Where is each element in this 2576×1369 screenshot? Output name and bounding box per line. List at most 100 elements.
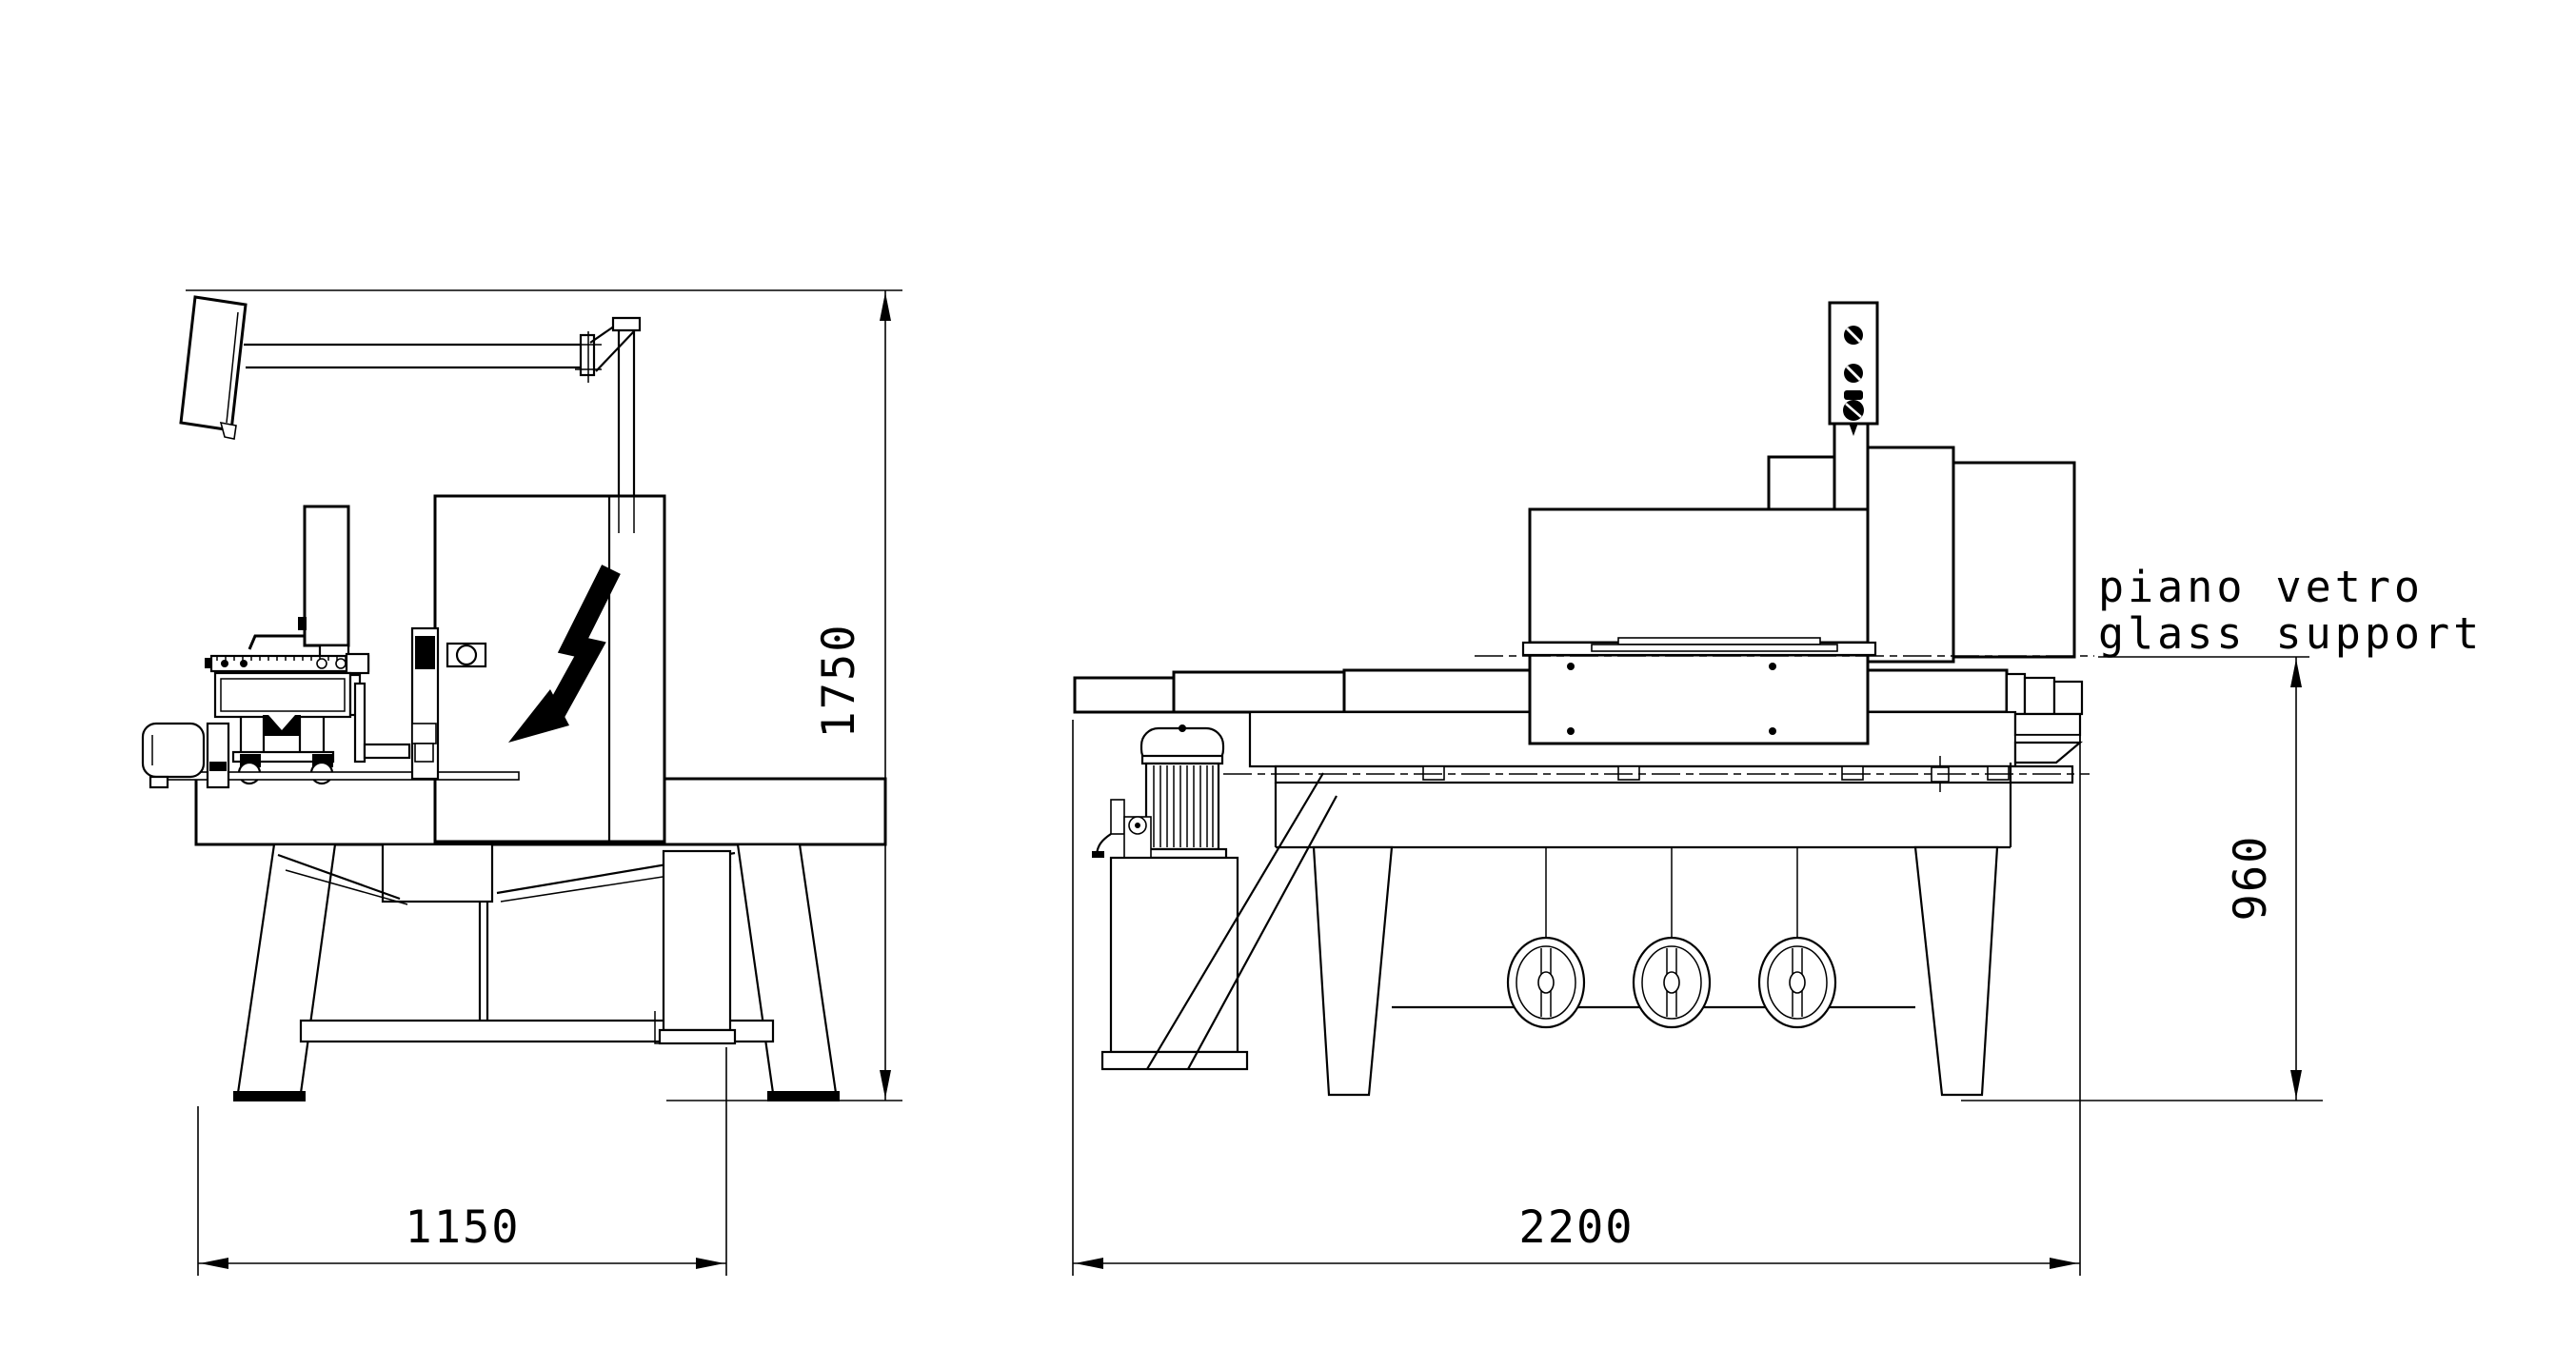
front-view: piano vetro glass support 960 2200 (1072, 301, 2483, 1276)
column-nub (298, 617, 307, 630)
head-housing-left (1767, 455, 1836, 511)
hydraulic-tank (1109, 856, 1239, 1054)
rack-dot (221, 660, 228, 667)
bolt-dot (1567, 727, 1575, 735)
arm-elbow (595, 330, 635, 372)
handwheels (1506, 847, 1837, 1029)
support-brace (1146, 772, 1324, 1070)
handwheel-3 (1757, 847, 1837, 1029)
dim-depth-1150: 1150 (197, 1047, 727, 1276)
chute-line (277, 853, 401, 901)
side-box-foot (658, 1028, 737, 1045)
left-foot (233, 1091, 306, 1101)
roller (455, 644, 478, 666)
monitor (179, 295, 248, 432)
drain-tip (1092, 851, 1104, 858)
head-body (213, 671, 352, 719)
support-brace (1187, 795, 1338, 1070)
right-chamfer-block (2013, 741, 2084, 764)
wheel-hub (1789, 971, 1806, 994)
end-plate (2023, 676, 2056, 716)
carriage-box (1528, 507, 1870, 645)
motor-fins (1153, 765, 1214, 847)
wheel-inner (1641, 945, 1702, 1020)
dim-text-1750: 1750 (813, 623, 865, 738)
chute-line (285, 869, 408, 905)
end-plate (2052, 680, 2084, 716)
monitor-tab (219, 421, 237, 440)
bit-tip (1849, 423, 1858, 436)
monitor-screen-edge (226, 311, 239, 424)
rack-end-cap (345, 652, 370, 675)
front-rail-step (414, 743, 434, 763)
dim-text-1150: 1150 (405, 1201, 520, 1254)
traverse-plate (363, 743, 411, 760)
front-rail-step (411, 723, 437, 744)
rail-tab (1617, 765, 1640, 781)
head-housing-mid (1866, 446, 1955, 664)
handwheel-2 (1632, 847, 1712, 1029)
right-leg (736, 843, 838, 1095)
pump-sight-glass (1110, 799, 1125, 835)
arrow-up-icon (880, 292, 891, 321)
motor-unit (1092, 724, 1338, 1071)
motor-eyebolt (1179, 724, 1186, 732)
wheel-hub (1537, 971, 1555, 994)
side-box (654, 849, 737, 1045)
dim-text-960: 960 (2225, 835, 2277, 922)
right-bracket (353, 682, 367, 764)
cabinet-body (433, 494, 666, 843)
arrow-left-icon (1075, 1258, 1103, 1269)
slab-left-block (1073, 676, 1176, 714)
front-bracket-pad (209, 762, 227, 771)
motor-flange (1140, 754, 1224, 765)
clamp-handle (415, 636, 435, 669)
right-band (2013, 712, 2082, 737)
monitor-arm (179, 295, 642, 533)
rack-hole (335, 658, 347, 669)
right-foot (767, 1091, 840, 1101)
right-band-thin (2014, 734, 2081, 744)
rack-dot (240, 660, 248, 667)
rack-nub (205, 658, 212, 668)
glass-sheet (1617, 637, 1821, 645)
spindle-column (303, 505, 350, 647)
bolt-dot (1769, 727, 1776, 735)
spindle-shaft (1833, 422, 1870, 511)
dim-text-2200: 2200 (1518, 1201, 1634, 1254)
carriage (1521, 507, 1877, 745)
head-body-inner (220, 678, 346, 712)
dim-glass-height-960: 960 (1961, 657, 2323, 1101)
bolt-zigzag (541, 565, 621, 727)
tool-cap (1844, 390, 1863, 400)
head-housing-rear (1952, 461, 2076, 659)
dim-height-1750: 1750 (186, 289, 902, 1101)
pump-port-center (1135, 823, 1140, 828)
motor-base (1137, 847, 1228, 860)
handwheel-1 (1506, 847, 1586, 1029)
tool-column (1828, 301, 1879, 436)
tank-base-rail (1100, 1050, 1249, 1071)
carriage-saddle (1528, 653, 1870, 745)
arm-elbow-cap (611, 316, 642, 332)
wheel-hub (1663, 971, 1680, 994)
front-right-leg (1913, 845, 1999, 1097)
wheel-inner (1516, 945, 1576, 1020)
bolt-dot (1769, 663, 1776, 670)
lever-handle (248, 634, 305, 650)
end-plate (2005, 672, 2027, 716)
hopper-bucket (381, 843, 494, 903)
rail-tab (1422, 765, 1445, 781)
label-line2: glass support (2098, 608, 2483, 659)
center-mark-icon (575, 331, 602, 383)
rail-tab (1841, 765, 1864, 781)
control-cabinet (433, 494, 666, 843)
screw-slot (1845, 365, 1862, 382)
grinding-head (141, 505, 520, 789)
side-box-body (662, 849, 732, 1032)
side-view: 1750 1150 (141, 289, 902, 1276)
bolt-arrowhead (508, 689, 569, 743)
arrow-down-icon (880, 1070, 891, 1099)
front-left-leg (1312, 845, 1394, 1097)
